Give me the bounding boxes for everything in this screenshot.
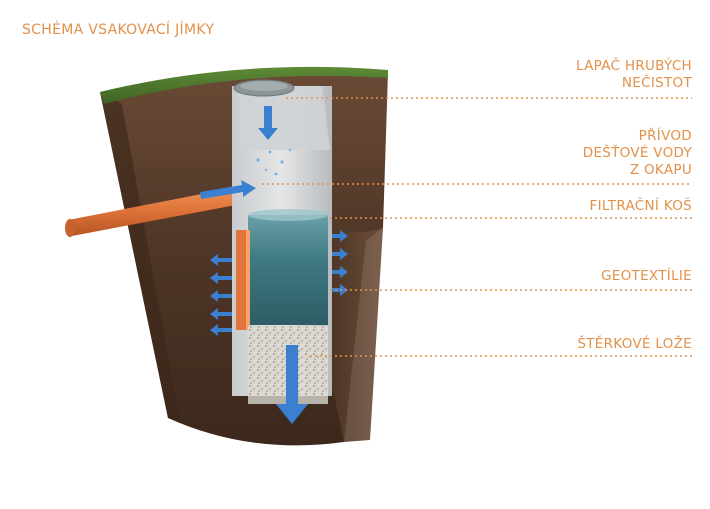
diagram-title: SCHÉMA VSAKOVACÍ JÍMKY [22,22,215,38]
label-filter-basket: FILTRAČNÍ KOŠ [589,198,692,214]
label-geotextile: GEOTEXTÍLIE [601,268,692,284]
label-rainwater-inlet: PŘÍVOD DEŠŤOVÉ VODY Z OKAPU [582,128,692,178]
grass-surface [100,66,388,104]
geotextile-left [236,230,246,330]
label-coarse-debris-trap: LAPAČ HRUBÝCH NEČISTOT [576,58,692,91]
flow-arrows [200,106,348,424]
coarse-debris-trap [240,86,330,150]
leader-lines [262,97,692,357]
filter-basket [248,215,328,325]
water-droplets [256,148,292,176]
geotextile-right [246,230,250,330]
label-gravel-bed: ŠTĚRKOVÉ LOŽE [577,336,692,352]
